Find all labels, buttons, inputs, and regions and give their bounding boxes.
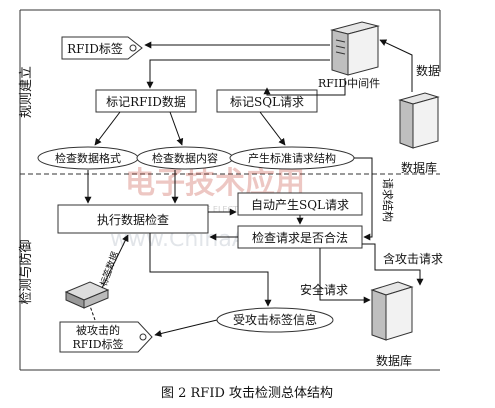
safe-request-label: 安全请求 <box>300 282 348 297</box>
check-data-content-label: 检查数据内容 <box>152 151 218 165</box>
middleware-server-icon <box>330 21 380 76</box>
figure-caption: 图 2 RFID 攻击检测总体结构 <box>161 386 333 401</box>
gen-std-request-ellipse: 产生标准请求结构 <box>229 146 355 170</box>
section-label-detect-defend: 检测与防御 <box>18 239 34 304</box>
database-bottom-icon <box>370 281 414 341</box>
mark-rfid-data-label: 标记RFID数据 <box>106 94 186 109</box>
mark-rfid-data-box: 标记RFID数据 <box>95 89 197 113</box>
attacked-rfid-tag-node: 被攻击的 RFID标签 <box>59 321 153 353</box>
gen-std-request-label: 产生标准请求结构 <box>248 151 336 165</box>
watermark-en: APPLICATION OF ELECTRONIC TECHNIQUE <box>145 205 313 214</box>
contains-attack-label: 含攻击请求 <box>383 251 443 266</box>
attacked-tag-info-label: 受攻击标签信息 <box>233 312 317 327</box>
reader-device-icon <box>64 281 110 309</box>
data-label: 数据 <box>416 63 440 78</box>
check-data-format-label: 检查数据格式 <box>55 151 121 165</box>
database-bottom-label: 数据库 <box>376 353 412 368</box>
request-struct-label: 请求结构 <box>381 178 395 222</box>
section-label-rule-setup: 规则建立 <box>19 66 34 118</box>
connectors <box>84 39 424 337</box>
check-data-content-ellipse: 检查数据内容 <box>136 146 234 170</box>
check-data-format-ellipse: 检查数据格式 <box>37 146 139 170</box>
check-request-legal-label: 检查请求是否合法 <box>252 230 348 245</box>
attacked-rfid-tag-line2: RFID标签 <box>72 337 123 351</box>
attacked-rfid-tag-line1: 被攻击的 <box>76 323 120 337</box>
rfid-tag-node: RFID标签 <box>61 36 143 60</box>
attacked-tag-info-ellipse: 受攻击标签信息 <box>216 307 334 333</box>
database-top-label: 数据库 <box>401 160 437 175</box>
exec-data-check-box: 执行数据检查 <box>57 204 209 234</box>
database-top-icon <box>398 92 440 149</box>
exec-data-check-label: 执行数据检查 <box>97 212 169 227</box>
mark-sql-request-label: 标记SQL请求 <box>230 95 304 109</box>
rfid-tag-label: RFID标签 <box>67 41 123 56</box>
rfid-middleware-label: RFID中间件 <box>318 77 380 90</box>
check-request-legal-box: 检查请求是否合法 <box>237 225 363 249</box>
auto-gen-sql-label: 自动产生SQL请求 <box>251 198 349 212</box>
auto-gen-sql-box: 自动产生SQL请求 <box>237 192 363 216</box>
